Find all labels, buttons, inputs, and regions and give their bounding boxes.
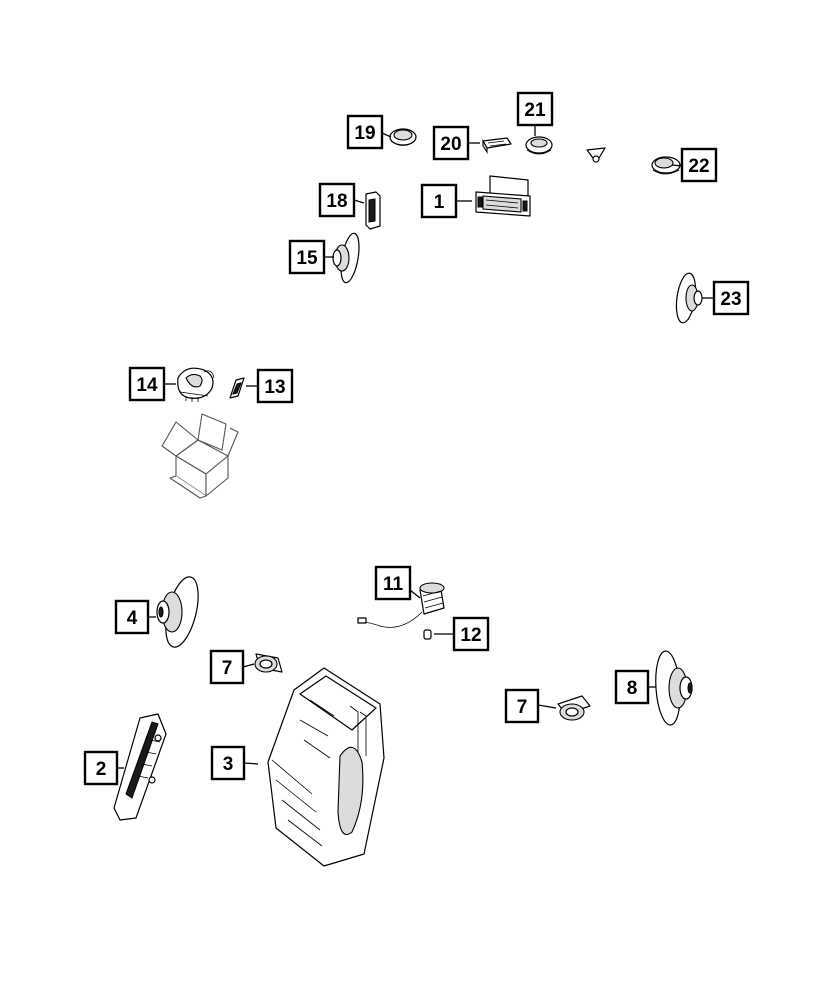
- callout-15: 15: [288, 239, 326, 275]
- callout-14: 14: [128, 366, 166, 402]
- callout-label: 19: [354, 123, 375, 144]
- tweeter-7-right-icon: [557, 695, 591, 721]
- callout-label: 1: [434, 192, 445, 213]
- callout-12: 12: [452, 616, 490, 652]
- module-13-icon: [229, 377, 245, 399]
- callout-label: 20: [440, 134, 461, 155]
- clip-12-icon: [423, 629, 432, 640]
- tweeter-22-icon: [651, 156, 681, 175]
- callout-label: 18: [326, 191, 347, 212]
- callout-label: 13: [264, 377, 285, 398]
- callout-label: 14: [136, 375, 158, 396]
- callout-label: 7: [222, 658, 233, 679]
- callout-2: 2: [83, 750, 119, 786]
- callout-13: 13: [256, 368, 294, 404]
- speaker-8-icon: [655, 650, 693, 726]
- callout-7-right: 7: [504, 688, 540, 724]
- subwoofer-enclosure-3-icon: [267, 667, 385, 867]
- callout-label: 21: [524, 100, 546, 121]
- callout-1: 1: [420, 183, 458, 219]
- callout-label: 3: [223, 754, 234, 775]
- module-18-icon: [365, 191, 381, 230]
- speaker-23-icon: [675, 272, 703, 324]
- bracket-icon: [586, 147, 606, 163]
- callout-21: 21: [516, 91, 554, 127]
- amplifier-2-icon: [113, 713, 167, 821]
- callout-label: 23: [720, 289, 741, 310]
- package-box-icon: [161, 413, 239, 499]
- callout-3: 3: [210, 745, 246, 781]
- callout-label: 8: [627, 678, 638, 699]
- leader-lines: [117, 125, 714, 769]
- speaker-4-icon: [156, 576, 199, 648]
- callout-19: 19: [346, 114, 384, 150]
- subwoofer-11-icon: [357, 582, 445, 628]
- radio-head-unit-1-icon: [475, 175, 531, 217]
- callout-18: 18: [318, 182, 356, 218]
- callout-4: 4: [114, 599, 150, 635]
- callout-label: 7: [517, 697, 528, 718]
- callout-label: 11: [383, 574, 404, 595]
- callout-23: 23: [712, 280, 750, 316]
- callout-label: 12: [460, 625, 481, 646]
- tweeter-19-icon: [389, 128, 417, 146]
- tweeter-21-icon: [525, 136, 553, 155]
- speaker-15-icon: [332, 232, 360, 284]
- callout-20: 20: [432, 125, 470, 161]
- callout-8: 8: [614, 669, 650, 705]
- callout-11: 11: [374, 565, 412, 601]
- callout-label: 4: [127, 608, 138, 629]
- callout-7-left: 7: [209, 649, 245, 685]
- tweeter-7-left-icon: [254, 653, 283, 673]
- callout-label: 22: [688, 156, 709, 177]
- module-20-icon: [482, 137, 512, 154]
- callout-label: 2: [96, 759, 107, 780]
- callout-label: 15: [296, 248, 318, 269]
- microphone-14-icon: [177, 367, 215, 402]
- callout-22: 22: [680, 147, 718, 183]
